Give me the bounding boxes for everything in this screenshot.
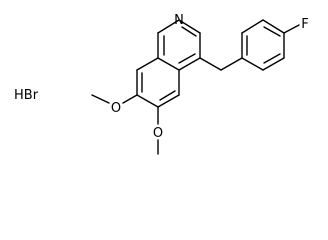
salt-label: HBr [14,88,39,103]
pyridine-ring [157,19,201,71]
fluorophenyl-ring [241,19,300,71]
fluorine-atom-label: F [301,17,308,32]
methylene-bridge [199,57,243,71]
nitrogen-atom-label: N [174,13,184,28]
chemical-structure: N F O O HBr [14,13,309,155]
oxygen-atom-label-lower: O [153,126,163,141]
methoxy-groups [91,94,159,155]
benzo-ring [136,57,180,108]
oxygen-atom-label-upper: O [111,101,121,116]
